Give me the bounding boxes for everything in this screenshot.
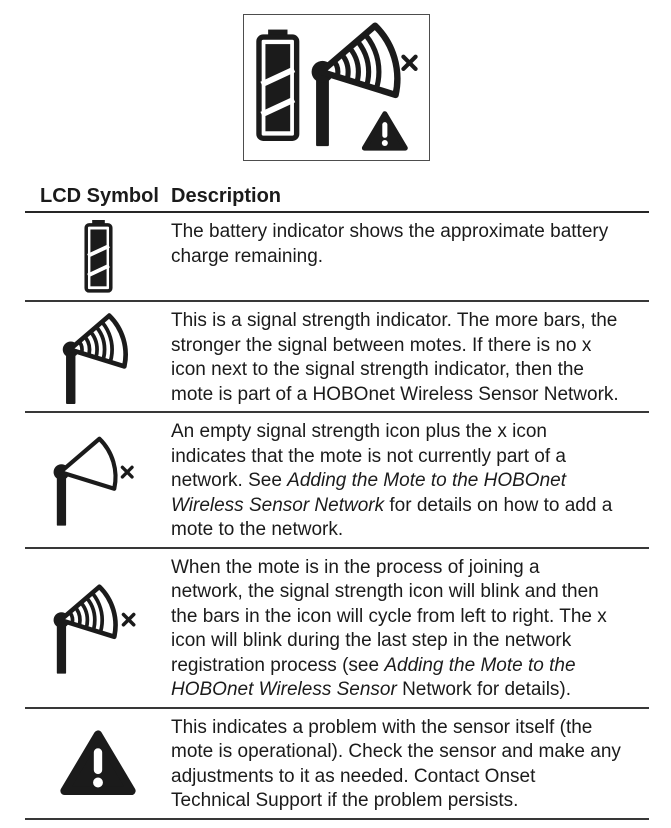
symbol-cell (25, 213, 171, 300)
description-text: This is a signal strength indicator. The… (171, 310, 619, 405)
description-cell: An empty signal strength icon plus the x… (171, 413, 649, 547)
x-icon (403, 57, 415, 69)
lcd-display-figure (243, 14, 430, 161)
table-row: When the mote is in the process of joini… (25, 549, 649, 709)
battery-icon (259, 30, 297, 139)
description-text: An empty signal strength icon plus the x… (171, 421, 613, 540)
symbol-cell (25, 549, 171, 707)
description-text: The battery indicator shows the approxim… (171, 221, 609, 267)
table-row: This is a signal strength indicator. The… (25, 302, 649, 413)
table-row: An empty signal strength icon plus the x… (25, 413, 649, 549)
description-text: When the mote is in the process of joini… (171, 556, 607, 701)
description-cell: The battery indicator shows the approxim… (171, 213, 649, 300)
description-cell: When the mote is in the process of joini… (171, 549, 649, 707)
symbol-cell (25, 302, 171, 411)
description-cell: This indicates a problem with the sensor… (171, 709, 649, 818)
signal-strength-joining-x-icon (42, 581, 155, 674)
column-header-description: Description (171, 185, 282, 207)
signal-strength-icon (51, 310, 145, 404)
symbol-cell (25, 709, 171, 818)
sensor-warning-icon (364, 114, 405, 148)
lcd-display-image (244, 15, 429, 160)
sensor-warning-icon (60, 730, 136, 797)
description-text: This indicates a problem with the sensor… (171, 716, 621, 812)
table-row: The battery indicator shows the approxim… (25, 213, 649, 302)
signal-strength-empty-x-icon (42, 433, 155, 526)
table-row: This indicates a problem with the sensor… (25, 709, 649, 820)
column-header-lcd-symbol: LCD Symbol (40, 185, 159, 207)
lcd-symbol-table: LCD Symbol Description The battery indic… (25, 184, 649, 820)
description-cell: This is a signal strength indicator. The… (171, 302, 649, 411)
table-body: The battery indicator shows the approxim… (25, 213, 649, 820)
table-header-row: LCD Symbol Description (25, 184, 649, 213)
symbol-cell (25, 413, 171, 547)
battery-icon (83, 220, 114, 293)
